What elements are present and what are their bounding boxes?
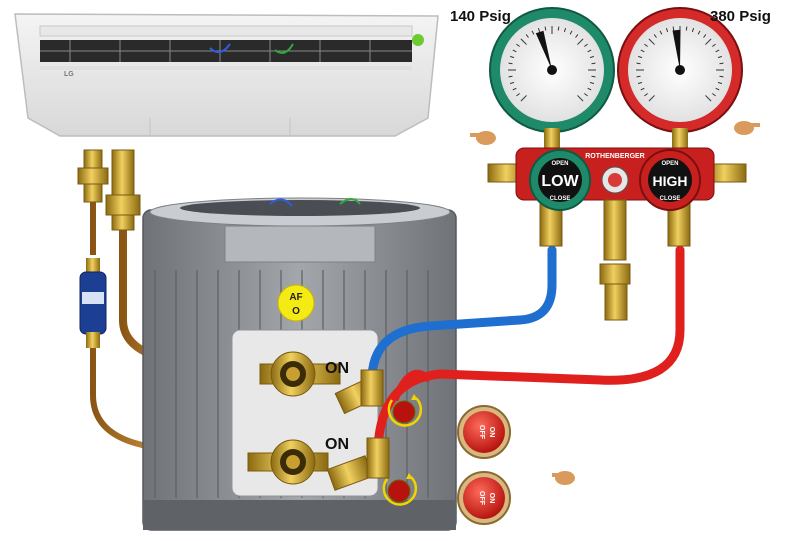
off-on-button-2[interactable]: OFF ON — [457, 471, 511, 525]
high-valve-knob[interactable]: HIGH OPEN CLOSE — [639, 149, 701, 211]
service-valve-suction[interactable] — [259, 351, 382, 415]
valve-1-state: ON — [325, 360, 349, 377]
filter-drier — [79, 258, 107, 348]
off-on-button-1[interactable]: OFF ON — [457, 405, 511, 459]
manifold-brand: ROTHENBERGER — [585, 153, 645, 160]
on-label-1: ON — [488, 427, 495, 438]
low-pressure-gauge — [489, 7, 615, 152]
high-knob-label: HIGH — [653, 173, 688, 189]
suction-hose — [367, 245, 557, 385]
discharge-coupler[interactable] — [366, 437, 418, 506]
power-indicator-icon — [412, 34, 424, 46]
valve-2-state: ON — [325, 436, 349, 453]
on-label-2: ON — [488, 493, 495, 504]
discharge-hose — [373, 245, 685, 455]
badge-line-2: O — [292, 306, 300, 317]
low-knob-label: LOW — [541, 173, 579, 190]
suction-coupler[interactable] — [360, 369, 423, 427]
high-gauge-reading: 380 Psig — [710, 8, 771, 25]
off-label-2: OFF — [478, 491, 485, 506]
manifold-body: ROTHENBERGER — [487, 147, 747, 321]
low-open-label: OPEN — [551, 161, 568, 167]
high-open-label: OPEN — [661, 161, 678, 167]
badge-line-1: AF — [289, 292, 302, 303]
service-valve-liquid[interactable] — [247, 439, 374, 491]
low-close-label: CLOSE — [550, 196, 571, 202]
indoor-unit: LG — [14, 13, 439, 137]
pointing-hand-icon — [470, 131, 496, 145]
low-gauge-reading: 140 Psig — [450, 8, 511, 25]
high-close-label: CLOSE — [660, 196, 681, 202]
pointing-hand-icon — [552, 471, 575, 485]
high-pressure-gauge — [617, 7, 743, 152]
off-label-1: OFF — [478, 425, 485, 440]
indoor-unit-brand: LG — [64, 71, 74, 78]
discharge-hose-loop — [391, 369, 433, 402]
pointing-hand-icon — [734, 121, 760, 135]
low-valve-knob[interactable]: LOW OPEN CLOSE — [529, 149, 591, 211]
